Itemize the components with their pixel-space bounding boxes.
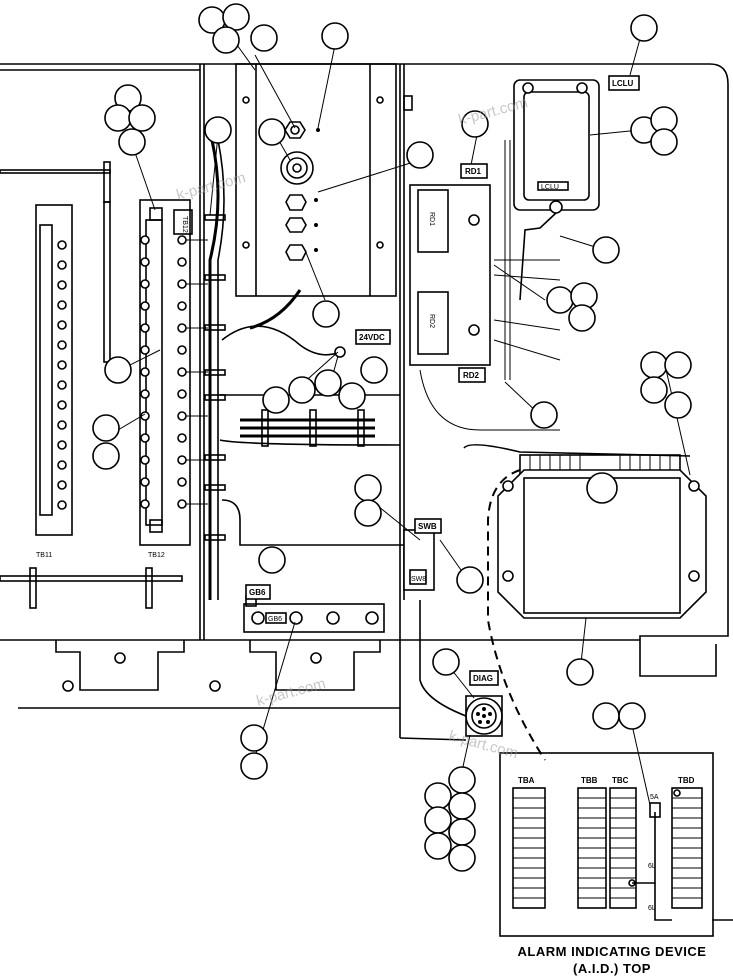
relay-screw-2 — [468, 324, 480, 336]
label-diag: DIAG — [469, 670, 499, 686]
lclu-tag — [537, 181, 569, 191]
lclu-screw-1 — [522, 82, 534, 94]
switch-swb-knob — [409, 569, 427, 585]
aid-wire-6l-2 — [654, 883, 672, 921]
label-lclu: LCLU — [608, 75, 640, 91]
diag-cable — [419, 600, 467, 717]
label-6l-2: 6L — [648, 905, 656, 912]
gb6-inner-label: GB6 — [268, 616, 282, 623]
relay-bracket — [409, 184, 491, 366]
lower-rail-left — [0, 575, 183, 582]
aid-inset-frame — [499, 752, 714, 937]
tb12-terminals — [140, 235, 187, 509]
panel-outline — [0, 63, 729, 677]
svg-text:RD1: RD1 — [465, 167, 482, 176]
label-rd1: RD1 — [460, 163, 488, 179]
label-24vdc: 24VDC — [355, 329, 391, 345]
label-tbb: TBB — [581, 776, 598, 785]
label-rd2: RD2 — [458, 367, 486, 383]
svg-text:LCLU: LCLU — [612, 79, 634, 88]
ground-bar-gb6 — [243, 603, 385, 633]
svg-text:RD2: RD2 — [463, 371, 480, 380]
diag-connector-inner — [471, 703, 497, 729]
tb12-top-screw — [149, 207, 163, 221]
plate-bolt — [403, 95, 413, 111]
lclu-inner-label: LCLU — [541, 184, 559, 191]
lclu-screw-2 — [576, 82, 588, 94]
harness-ties — [204, 214, 226, 541]
callout-bubbles — [92, 3, 692, 872]
terminal-strip-tb11-rail — [39, 224, 53, 516]
harness-left-2 — [217, 139, 225, 600]
control-module-bolts — [502, 480, 700, 582]
ground-stud — [334, 346, 346, 358]
dashed-cable-route — [487, 469, 546, 761]
tb12-bottom-screw — [149, 519, 163, 533]
relay-wires — [419, 140, 561, 431]
watermark-3: k-part.com — [255, 675, 328, 710]
harness-left — [208, 139, 220, 600]
tb12-label-box — [173, 209, 193, 235]
rail-post-1 — [103, 161, 111, 203]
module-top-cable — [463, 444, 691, 457]
aid-tbd-stud — [673, 789, 681, 797]
label-6l: 6L — [648, 863, 656, 870]
label-tbc: TBC — [612, 776, 629, 785]
label-gb6: GB6 — [245, 584, 271, 600]
tb12-label: TB12 — [181, 216, 188, 233]
diag-enclosure-line — [399, 737, 467, 741]
wires-to-tb12 — [186, 239, 208, 505]
label-5a: 5A — [650, 794, 659, 801]
horizontal-harness — [219, 394, 401, 447]
relay-rd2-inner: RD2 — [428, 314, 435, 328]
rail-post-2 — [103, 201, 111, 363]
relay-rd1-inner: RD1 — [428, 212, 435, 226]
gb6-wire — [221, 499, 420, 546]
relay-rd1 — [417, 189, 449, 253]
upper-rail-left — [0, 169, 111, 174]
svg-text:GB6: GB6 — [249, 588, 266, 597]
relay-screw-1 — [468, 214, 480, 226]
switch-swb-inner: SW8 — [411, 576, 426, 583]
svg-text:SWB: SWB — [418, 522, 437, 531]
relay-rd2 — [417, 291, 449, 355]
lower-rail-post-2 — [145, 567, 153, 609]
plate-screws — [242, 96, 384, 249]
aid-terminal-rows — [513, 797, 702, 899]
lclu-module-inner — [523, 91, 590, 201]
connector-plate — [235, 63, 397, 297]
svg-text:24VDC: 24VDC — [359, 333, 385, 342]
gb6-studs — [251, 611, 379, 625]
switch-swb — [403, 529, 435, 591]
tb11-terminals — [57, 240, 67, 510]
wire-loop-24vdc — [221, 325, 341, 356]
lclu-connector — [549, 200, 563, 214]
aid-caption-line1: ALARM INDICATING DEVICE — [518, 944, 707, 959]
label-tbd: TBD — [678, 776, 695, 785]
label-tb11-bottom: TB11 — [36, 552, 52, 559]
mounting-brackets — [18, 640, 400, 709]
label-tb12-bottom: TB12 — [148, 552, 165, 559]
lower-rail-post-1 — [29, 567, 37, 609]
aid-caption-line2: (A.I.D.) TOP — [573, 961, 651, 976]
label-swb: SWB — [414, 518, 442, 534]
lclu-cable — [519, 212, 557, 301]
plate-connectors — [280, 121, 320, 261]
svg-text:DIAG: DIAG — [473, 674, 493, 683]
label-tba: TBA — [518, 776, 535, 785]
control-module — [497, 469, 707, 619]
terminal-strip-tb11 — [35, 204, 73, 536]
diag-pins — [476, 707, 492, 724]
